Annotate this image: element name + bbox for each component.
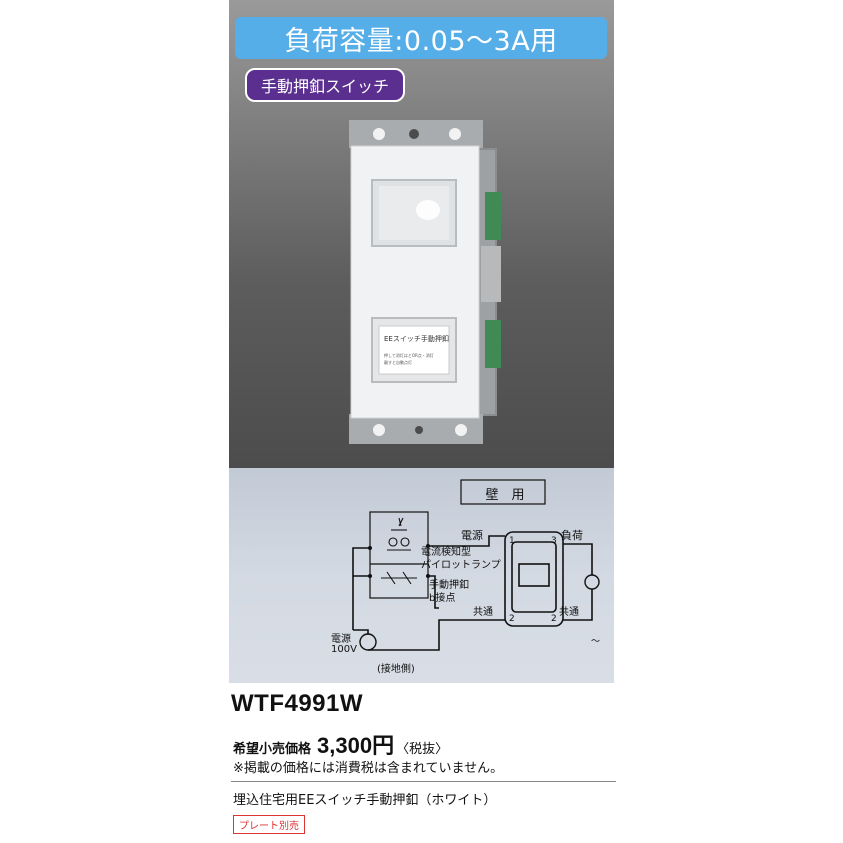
wiring-diagram-area [229,468,614,683]
terminal-3: 3 [551,536,557,546]
voltage-label: 100V [331,644,357,655]
price-label: 希望小売価格 [233,742,312,757]
power-top-label: 電源 [461,529,483,542]
capacity-banner: 負荷容量:0.05～3A用 [235,17,607,59]
common-left-label: 共通 [473,607,493,618]
product-label-title: EEスイッチ手動押釦 [384,335,449,343]
plate-note-badge: プレート別売 [233,815,305,834]
product-label-line2: 離すと自動点灯 [384,360,412,365]
product-panel: 負荷容量:0.05～3A用 手動押釦スイッチ EEスイッチ手動押釦 押して消灯は… [229,0,614,683]
product-label-line1: 押して消灯はとOR点・消灯 [384,353,434,358]
wall-box-label: 壁 用 [485,488,525,503]
load-label: 負荷 [561,529,583,542]
price-row: 希望小売価格 3,300円 〈税抜〉 [233,728,448,760]
model-number: WTF4991W [231,690,364,717]
terminal-2b: 2 [551,614,557,624]
divider [231,781,616,782]
wiring-diagram [352,479,600,651]
product-photo: 負荷容量:0.05～3A用 手動押釦スイッチ EEスイッチ手動押釦 押して消灯は… [229,0,614,468]
tax-note: ※掲載の価格には消費税は含まれていません。 [233,761,504,776]
price-value: 3,300円 [317,733,395,758]
terminal-2a: 2 [509,614,515,624]
pilot-lamp-label-1: 電流検知型 [421,547,471,558]
ground-side-label: (接地側) [377,664,415,675]
terminal-1: 1 [509,536,515,546]
pilot-lamp-label-2: パイロットランプ [421,560,501,571]
product-description: 埋込住宅用EEスイッチ手動押釦（ホワイト） [233,793,497,808]
power-left-label: 電源 [331,634,351,645]
manual-button-label-2: b接点 [429,593,456,604]
ac-symbol: ～ [591,637,601,647]
common-right-label: 共通 [559,607,579,618]
switch-illustration [349,120,501,444]
price-note: 〈税抜〉 [396,742,449,757]
manual-button-label-1: 手動押釦 [429,580,469,591]
type-label: 手動押釦スイッチ [245,68,406,102]
